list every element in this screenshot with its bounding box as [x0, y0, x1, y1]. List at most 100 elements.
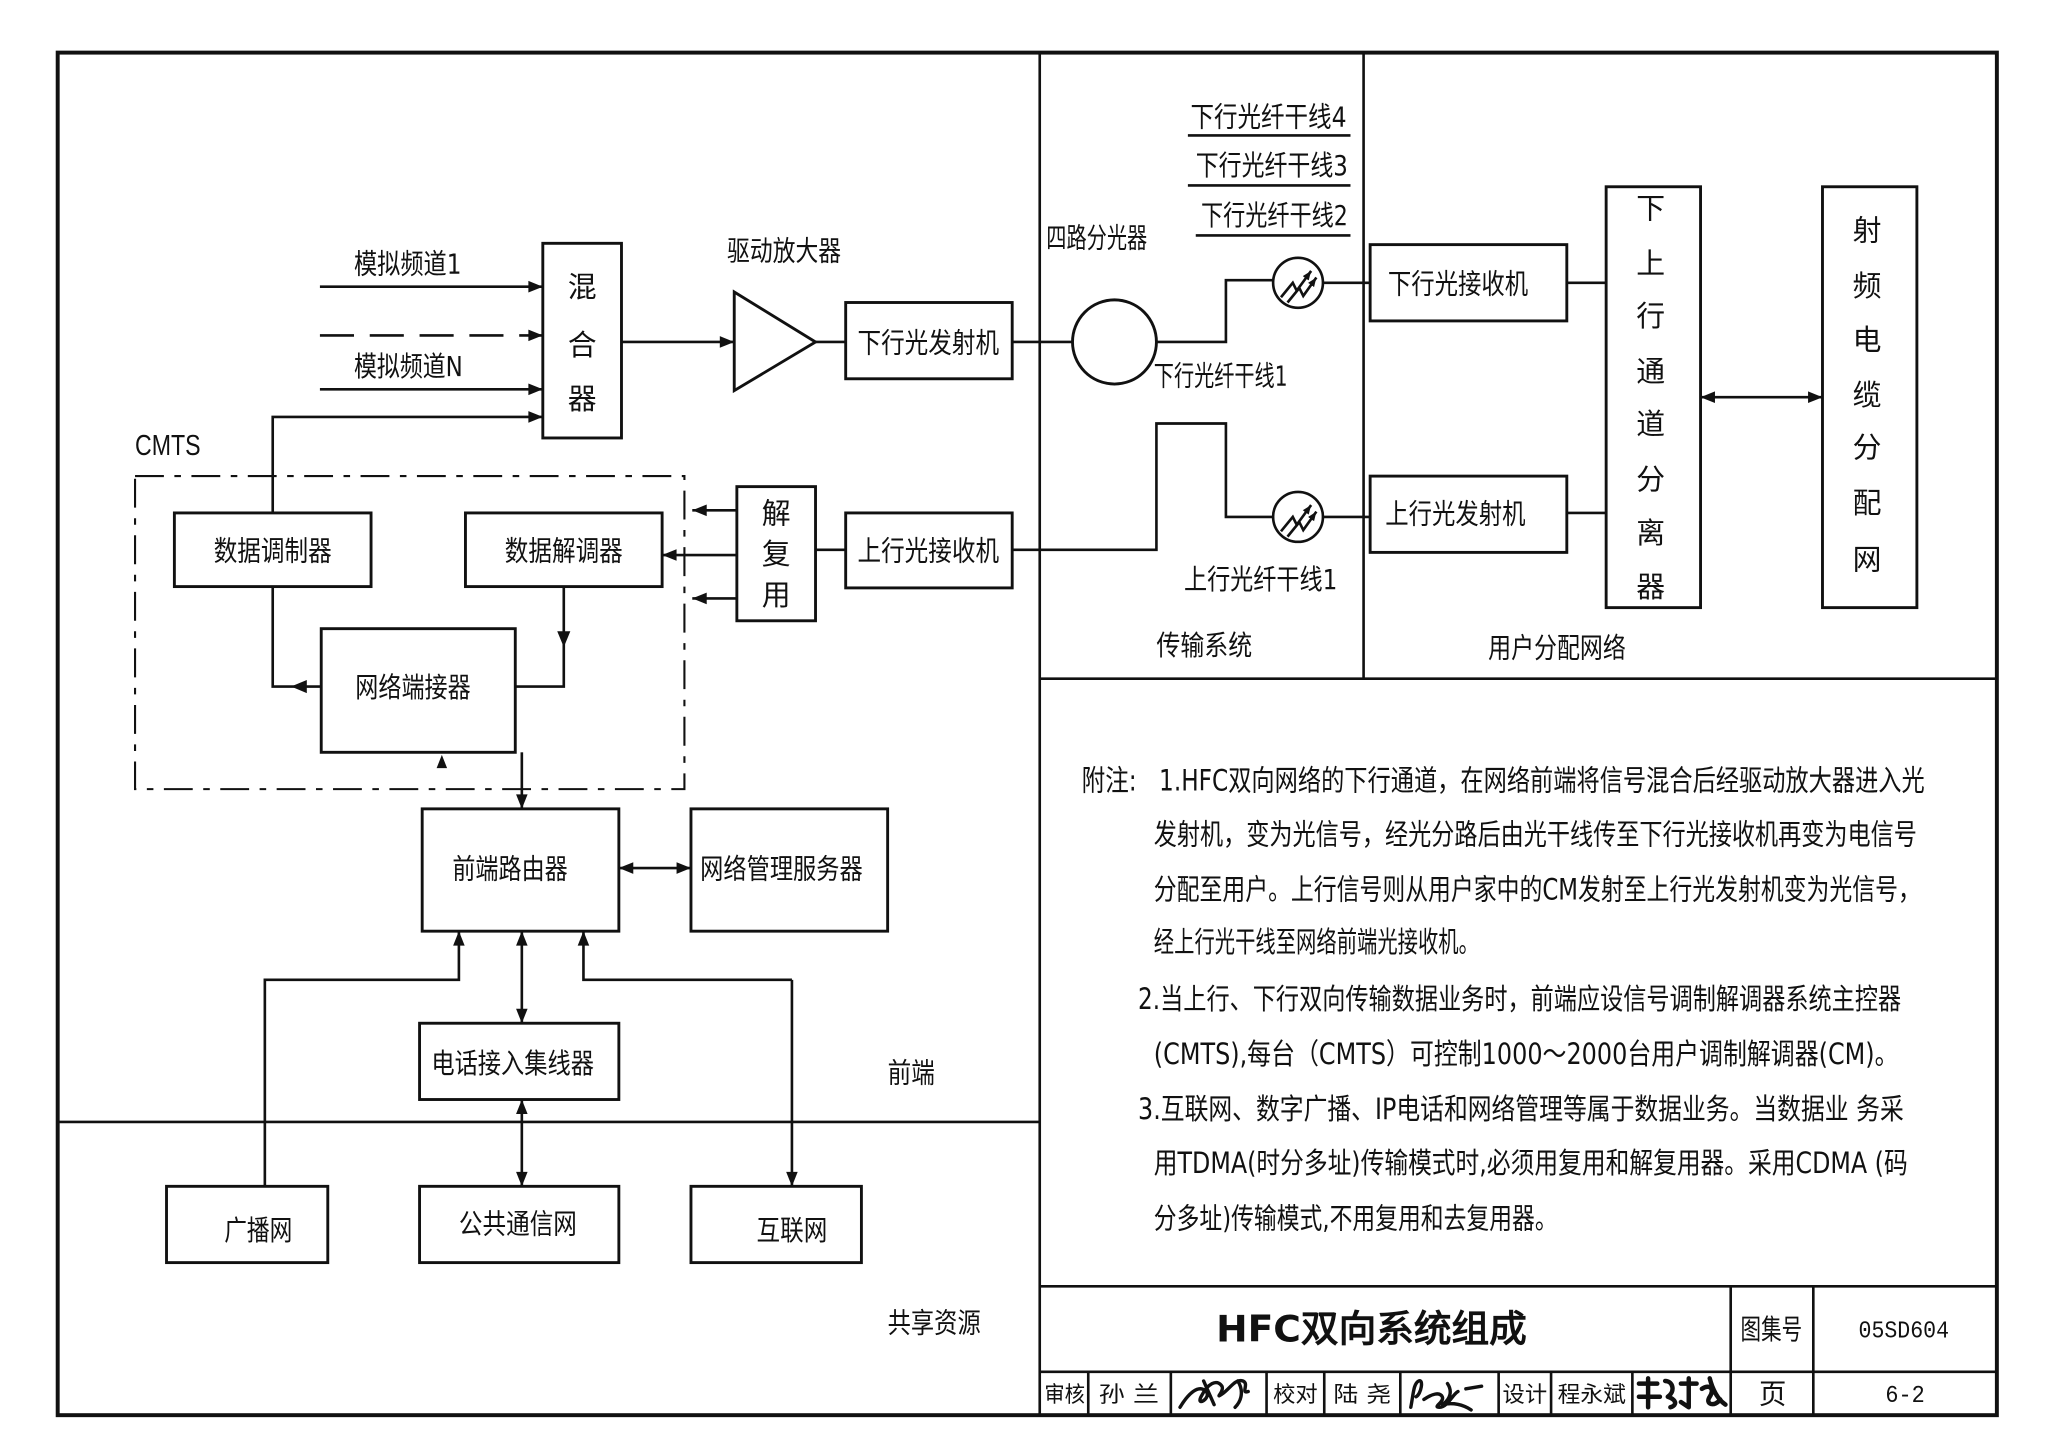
connector-modulator-to-mixer: [271, 411, 543, 513]
arrow-demodulator-to-terminator: [557, 631, 571, 648]
connector-broadcast-to-router: [263, 931, 465, 1187]
designer-signature: [1636, 1376, 1728, 1410]
broadcast-net-label: 广播网: [224, 1214, 292, 1247]
rf-network-box: [1821, 185, 1919, 610]
separator-label-char: 通: [1636, 354, 1665, 388]
reviewer-name: 孙 兰: [1099, 1382, 1159, 1408]
transport-section-label: 传输系统: [1156, 629, 1252, 662]
analog-channel-1-label: 模拟频道1: [354, 248, 462, 281]
driver-amp-triangle: [732, 289, 819, 394]
cmts-boundary: [133, 475, 686, 791]
rf-network-label-char: 频: [1853, 269, 1882, 303]
up-rx-label: 上行光接收机: [857, 534, 999, 567]
demux-label-char: 用: [762, 578, 791, 612]
headend-router-label: 前端路由器: [452, 853, 567, 886]
public-telecom-label: 公共通信网: [459, 1208, 577, 1241]
separator-label-char: 行: [1636, 299, 1665, 333]
connector-internet-to-router: [577, 931, 792, 982]
up-fiber-bolt: [1279, 504, 1313, 533]
mixer-label-char: 混: [568, 270, 597, 304]
reviewer-signature: [1178, 1378, 1250, 1409]
down-fiber-bolt: [1286, 276, 1318, 304]
data-demodulator-label: 数据解调器: [505, 534, 623, 567]
outer-border: [55, 50, 1999, 1418]
sheet-frame: [55, 50, 1999, 1418]
driver-amp-label: 驱动放大器: [727, 234, 841, 267]
mixer-label-char: 器: [568, 382, 597, 416]
headend-section: 模拟频道1 模拟频道N 混 合 器 驱动放大器 下行光发射机 CMTS 数据调制…: [133, 234, 1014, 1101]
demux-label-char: 解: [762, 496, 791, 530]
down-tx-label: 下行光发射机: [857, 326, 999, 359]
internet-box: [689, 1184, 863, 1265]
note-line: 分多址)传输模式,不用复用和去复用器。: [1154, 1201, 1558, 1235]
headend-section-label: 前端: [888, 1056, 935, 1089]
network-terminator-label: 网络端接器: [355, 671, 470, 704]
separator-label-char: 下: [1636, 191, 1665, 225]
down-fiber-bolt: [1279, 270, 1313, 299]
separator-label-char: 器: [1636, 570, 1665, 604]
note-line: 发射机，变为光信号，经光分路后由光干线传至下行光接收机再变为电信号: [1154, 817, 1917, 851]
down-trunk-1-line: [1156, 278, 1274, 344]
splitter-label: 四路分光器: [1046, 221, 1147, 254]
drawing-title: HFC双向系统组成: [1216, 1307, 1527, 1350]
shared-resources-section: 广播网 公共通信网 互联网 共享资源: [165, 931, 981, 1339]
analog-channel-n-label: 模拟频道N: [354, 350, 463, 383]
broadcast-net-box: [165, 1184, 330, 1265]
checker-name: 陆 尧: [1333, 1382, 1391, 1408]
network-terminator-box: [319, 627, 517, 754]
atlas-no-value: 05SD604: [1859, 1319, 1949, 1346]
page-number: 6-2: [1885, 1383, 1924, 1410]
note-line: 3.互联网、数字广播、IP电话和网络管理等属于数据业务。当数据业 务采: [1138, 1092, 1904, 1126]
up-trunk-1-line: [1012, 422, 1274, 552]
rf-network-label-char: 分: [1853, 431, 1882, 465]
terminator-port-marker: [436, 754, 448, 769]
down-trunk-4-label: 下行光纤干线4: [1191, 100, 1347, 133]
note-line: 用TDMA(时分多址)传输模式时,必须用复用和解复用器。采用CDMA (码: [1154, 1146, 1908, 1180]
down-trunk-1-label: 下行光纤干线1: [1154, 359, 1288, 392]
user-network-section-label: 用户分配网络: [1488, 632, 1626, 665]
rf-network-label-char: 射: [1853, 214, 1882, 248]
notes-heading: 附注:: [1082, 763, 1137, 797]
connector-demodulator-to-terminator: [515, 586, 566, 688]
separator-label-char: 上: [1636, 247, 1665, 281]
demux-label-char: 复: [762, 537, 791, 571]
internet-label: 互联网: [757, 1214, 828, 1247]
transport-section: 下行光纤干线4 下行光纤干线3 下行光纤干线2 四路分光器 下行光纤干线1 上行…: [1012, 100, 1371, 662]
data-modulator-label: 数据调制器: [214, 534, 332, 567]
user-network-section: 下行光接收机 上行光发射机 下 上 行 通 道 分 离 器 射 频 电 缆 分 …: [1368, 185, 1919, 665]
nms-server-box: [689, 807, 890, 933]
shared-section-label: 共享资源: [888, 1306, 981, 1339]
page-label: 页: [1759, 1377, 1787, 1410]
down-trunk-3-label: 下行光纤干线3: [1196, 149, 1348, 182]
optical-splitter-circle: [1071, 298, 1158, 386]
down-trunk-2-label: 下行光纤干线2: [1201, 199, 1348, 232]
phone-hub-box: [418, 1021, 621, 1101]
public-telecom-box: [418, 1184, 621, 1265]
title-block: HFC双向系统组成 图集号 05SD604 审核 孙 兰 校对 陆 尧 设计 程…: [1039, 1284, 1997, 1416]
note-line: 1.HFC双向网络的下行通道，在网络前端将信号混合后经驱动放大器进入光: [1159, 763, 1925, 797]
note-line: 分配至用户。上行信号则从用户家中的CM发射至上行光发射机变为光信号，: [1154, 873, 1921, 907]
rf-network-label-char: 网: [1853, 542, 1882, 576]
rf-network-label-char: 配: [1853, 486, 1882, 520]
note-line: (CMTS),每台（CMTS）可控制1000～2000台用户调制解调器(CM)。: [1154, 1037, 1899, 1071]
nms-server-label: 网络管理服务器: [700, 853, 863, 886]
atlas-no-label: 图集号: [1741, 1313, 1803, 1346]
rf-network-label-char: 电: [1853, 323, 1882, 357]
checker-signature: [1409, 1379, 1484, 1412]
down-rx-label: 下行光接收机: [1388, 267, 1528, 300]
notes-section: 附注: 1.HFC双向网络的下行通道，在网络前端将信号混合后经驱动放大器进入光 …: [1082, 763, 1925, 1235]
separator-label-char: 分: [1636, 462, 1665, 496]
note-line: 经上行光干线至网络前端光接收机。: [1154, 925, 1479, 959]
up-trunk-1-label: 上行光纤干线1: [1184, 563, 1337, 596]
up-fiber-bolt: [1286, 510, 1318, 538]
mixer-label-char: 合: [568, 328, 597, 362]
note-line: 2.当上行、下行双向传输数据业务时，前端应设信号调制解调器系统主控器: [1138, 982, 1901, 1016]
separator-label-char: 道: [1636, 407, 1665, 441]
phone-hub-label: 电话接入集线器: [431, 1047, 594, 1080]
separator-label-char: 离: [1636, 516, 1665, 550]
arrow-terminator-to-modulator: [291, 679, 307, 694]
cmts-label: CMTS: [135, 430, 201, 462]
up-tx-label: 上行光发射机: [1385, 497, 1525, 530]
